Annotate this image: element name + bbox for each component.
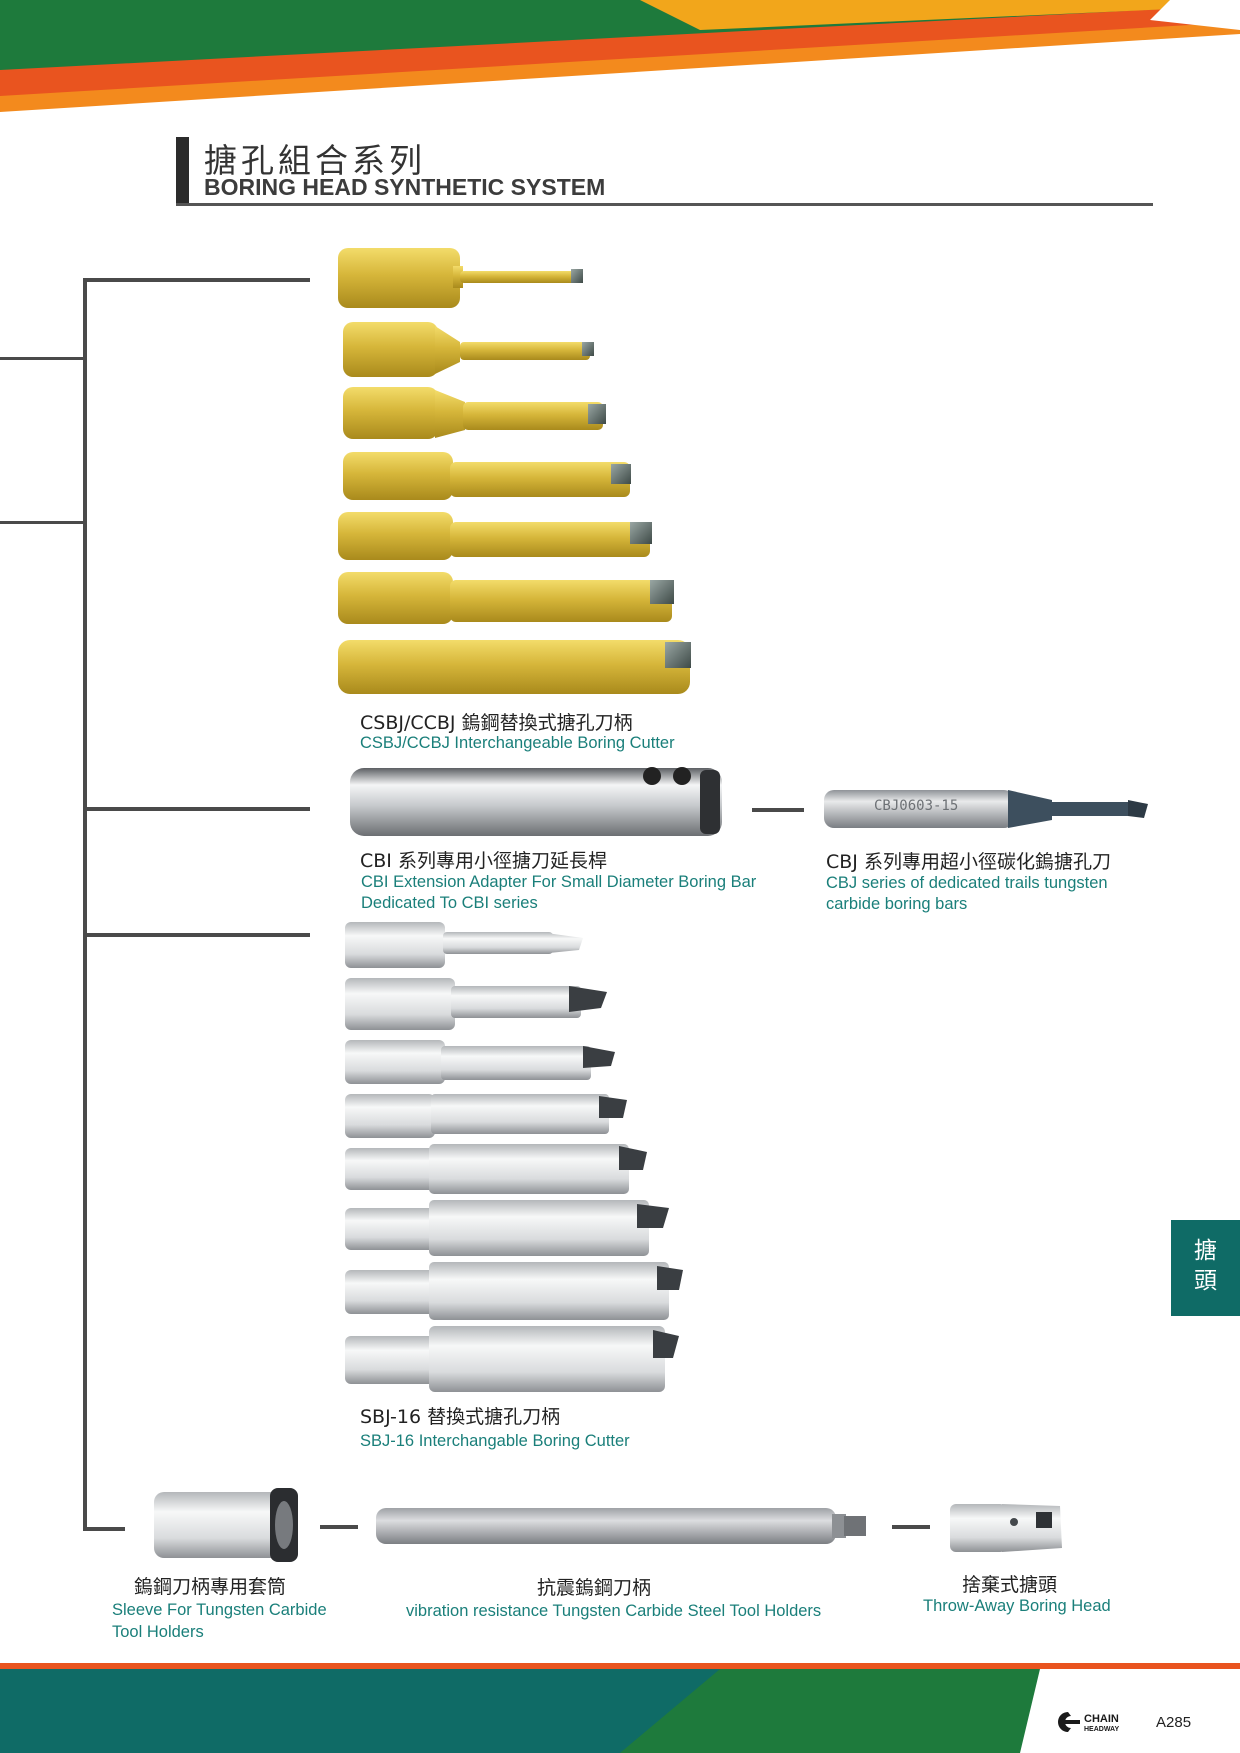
tree-branch-cbi	[83, 807, 310, 811]
tree-left-stub-1	[0, 357, 85, 360]
csbj-boring-cutters-image	[338, 248, 691, 694]
sleeve-image	[154, 1488, 298, 1562]
cbi-label-english-1: CBI Extension Adapter For Small Diameter…	[361, 873, 757, 891]
cbj-label-english-2: carbide boring bars	[826, 895, 968, 913]
header-decorative-band	[0, 0, 1240, 112]
page-title-english: BORING HEAD SYNTHETIC SYSTEM	[204, 174, 606, 200]
tree-branch-csbj	[83, 278, 310, 282]
cbj-engraving: CBJ0603-15	[874, 798, 958, 814]
logo-brand-bottom: HEADWAY	[1084, 1726, 1119, 1733]
tree-left-stub-2	[0, 521, 85, 524]
cbj-label-english-1: CBJ series of dedicated trails tungsten	[826, 874, 1108, 892]
section-side-tab[interactable]: 搪 頭	[1171, 1220, 1240, 1316]
cbi-label-english-2: Dedicated To CBI series	[361, 894, 538, 912]
side-tab-line-1: 搪	[1194, 1238, 1217, 1264]
title-accent-bar	[176, 137, 189, 205]
title-underline	[176, 203, 1153, 206]
cbi-label-chinese: CBI 系列專用小徑搪刀延長桿	[360, 850, 607, 872]
vibration-label-chinese: 抗震鎢鋼刀柄	[537, 1577, 652, 1599]
logo-brand-top: CHAIN	[1084, 1713, 1119, 1725]
sleeve-label-chinese: 鎢鋼刀柄專用套筒	[134, 1576, 287, 1598]
tree-branch-sbj	[83, 933, 310, 937]
cbj-carbide-bar-image: CBJ0603-15	[824, 790, 1148, 828]
csbj-label-chinese: CSBJ/CCBJ 鎢鋼替換式搪孔刀柄	[360, 712, 633, 734]
tree-trunk	[83, 278, 87, 1531]
sleeve-label-english-1: Sleeve For Tungsten Carbide	[112, 1601, 327, 1619]
throwaway-boring-head-image	[950, 1504, 1062, 1552]
vibration-resistant-bar-image	[376, 1508, 866, 1544]
footer-decorative-band	[0, 1663, 1240, 1753]
throwaway-label-english: Throw-Away Boring Head	[923, 1597, 1111, 1615]
cbj-label-chinese: CBJ 系列專用超小徑碳化鎢搪孔刀	[826, 851, 1111, 873]
sleeve-label-english-2: Tool Holders	[112, 1623, 204, 1641]
tree-branch-sleeve	[83, 1527, 125, 1531]
vibration-label-english: vibration resistance Tungsten Carbide St…	[406, 1602, 822, 1620]
chain-headway-logo: CHAIN HEADWAY	[1058, 1712, 1119, 1733]
sbj16-label-chinese: SBJ-16 替換式搪孔刀柄	[360, 1406, 561, 1428]
sbj16-boring-cutters-image	[345, 922, 683, 1392]
page-title-chinese: 搪孔組合系列	[204, 141, 426, 180]
connector-bar-head	[892, 1525, 930, 1529]
connector-cbi-cbj	[752, 808, 804, 812]
sbj16-label-english: SBJ-16 Interchangable Boring Cutter	[360, 1432, 630, 1450]
csbj-label-english: CSBJ/CCBJ Interchangeable Boring Cutter	[360, 734, 675, 752]
page-number: A285	[1156, 1714, 1192, 1731]
connector-sleeve-bar	[320, 1525, 358, 1529]
throwaway-label-chinese: 捨棄式搪頭	[962, 1574, 1058, 1596]
side-tab-line-2: 頭	[1194, 1268, 1217, 1294]
cbi-extension-bar-image	[350, 767, 722, 836]
